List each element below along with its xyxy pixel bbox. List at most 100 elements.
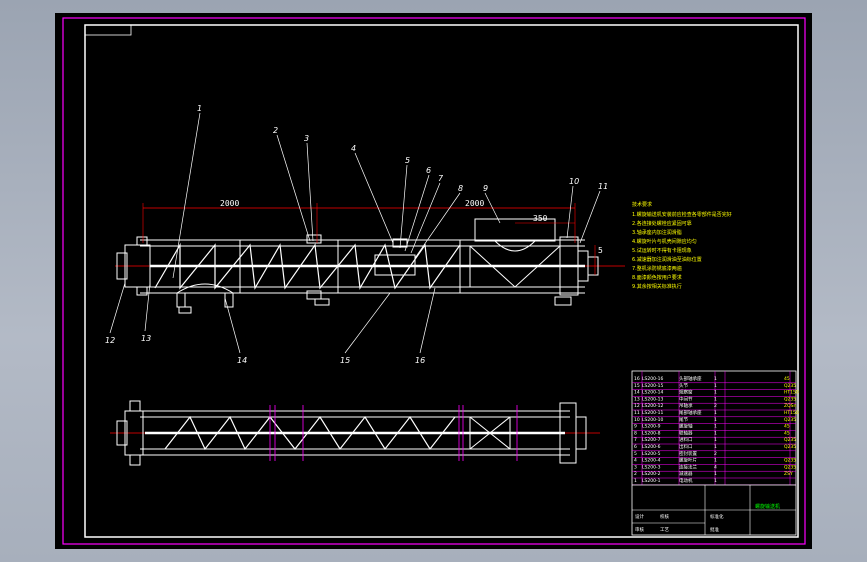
table-cell: 1: [714, 396, 717, 402]
table-cell: 螺旋叶片: [679, 457, 697, 464]
table-cell: LS200-6: [642, 444, 661, 450]
table-cell: LS200-9: [642, 424, 661, 430]
table-cell: 7: [634, 437, 637, 443]
callout-11: 11: [598, 182, 608, 191]
note-2: 2.各连接处螺栓应紧固可靠: [632, 220, 692, 227]
table-cell: HT150: [784, 390, 799, 396]
footer-design: 设计: [635, 513, 644, 520]
footer-review: 审核: [635, 526, 644, 533]
table-cell: LS200-4: [642, 458, 661, 464]
table-cell: 中间节: [679, 395, 693, 402]
table-cell: 密封装置: [679, 450, 697, 457]
table-cell: ZQSn: [784, 403, 796, 409]
table-cell: LS200-10: [642, 417, 663, 423]
table-cell: 尾部轴承座: [679, 409, 702, 416]
callout-4: 4: [351, 144, 356, 153]
callout-labels: 1 2 3 4 5 6 7 8 9 10 11 12 13 14 15 16: [105, 104, 608, 365]
dim-seg2: 2000: [465, 199, 484, 208]
callout-3: 3: [304, 134, 309, 143]
table-cell: 1: [714, 410, 717, 416]
dim-side: 5: [598, 246, 603, 255]
table-cell: 6: [634, 444, 637, 450]
technical-notes: 技术要求 1.螺旋输送机安装前应检查各零部件是否完好 2.各连接处螺栓应紧固可靠…: [632, 201, 732, 290]
front-view: [115, 218, 625, 314]
table-cell: 4: [714, 464, 717, 470]
callout-2: 2: [273, 126, 278, 135]
callout-10: 10: [569, 177, 579, 186]
table-cell: 45: [784, 424, 790, 430]
corner-tag: [84, 24, 132, 36]
table-cell: LS200-5: [642, 451, 661, 457]
table-cell: 1: [634, 478, 637, 484]
table-cell: LS200-15: [642, 383, 663, 389]
callout-leaders: [109, 112, 601, 354]
callout-5: 5: [405, 156, 410, 165]
table-cell: 10: [634, 417, 640, 423]
footer-standard: 标准化: [710, 513, 724, 520]
table-cell: 5: [634, 451, 637, 457]
note-8: 8.面漆颜色按用户要求: [632, 274, 682, 281]
table-cell: 连接法兰: [679, 463, 697, 470]
note-9: 9.其余按相关标准执行: [632, 283, 682, 290]
table-cell: 观察窗: [679, 389, 693, 396]
table-cell: LS200-8: [642, 430, 661, 436]
table-cell: 1: [714, 478, 717, 484]
title-block-title: 螺旋输送机: [755, 503, 780, 510]
table-cell: Q235: [784, 437, 796, 443]
table-cell: 9: [634, 424, 637, 430]
table-cell: 3: [634, 464, 637, 470]
table-cell: 头部轴承座: [679, 375, 702, 382]
table-cell: LS200-1: [642, 478, 661, 484]
table-cell: 尾节: [679, 417, 688, 423]
table-cell: 14: [634, 390, 640, 396]
drawing-border-outer: [62, 17, 806, 545]
table-cell: 联轴器: [679, 429, 693, 436]
table-cell: 12: [634, 403, 640, 409]
plan-view: [110, 400, 600, 466]
table-cell: 45: [784, 430, 790, 436]
callout-1: 1: [197, 104, 202, 113]
table-cell: 出料口: [679, 443, 693, 450]
table-cell: LS200-7: [642, 437, 661, 443]
table-cell: 1: [714, 424, 717, 430]
note-3: 3.轴承座内加注润滑脂: [632, 229, 682, 236]
footer-process: 工艺: [660, 527, 669, 533]
table-cell: 1: [714, 390, 717, 396]
table-cell: Q235: [784, 458, 796, 464]
callout-15: 15: [340, 356, 350, 365]
table-cell: 45: [784, 376, 790, 382]
footer-check: 校核: [660, 513, 669, 520]
table-cell: 减速器: [679, 470, 693, 477]
table-cell: 1: [714, 437, 717, 443]
callout-9: 9: [483, 184, 488, 193]
note-6: 6.减速器加注润滑油至油标位置: [632, 256, 702, 263]
table-cell: 头节: [679, 382, 688, 389]
table-cell: 11: [634, 410, 640, 416]
table-cell: 1: [714, 444, 717, 450]
table-cell: 螺旋轴: [679, 423, 693, 430]
table-cell: 8: [634, 430, 637, 436]
note-7: 7.整机涂防锈底漆两遍: [632, 265, 682, 272]
table-cell: 15: [634, 383, 640, 389]
callout-16: 16: [415, 356, 425, 365]
callout-14: 14: [237, 356, 247, 365]
plan-flanges: [269, 405, 518, 461]
table-cell: 16: [634, 376, 640, 382]
dim-end: 350: [533, 214, 548, 223]
cad-drawing: 2000 2000 350 5 1 2 3 4 5 6 7 8 9 10 11 …: [62, 17, 806, 545]
table-cell: 1: [714, 417, 717, 423]
table-cell: 2: [634, 471, 637, 477]
table-cell: 2: [714, 403, 717, 409]
cad-viewport[interactable]: 2000 2000 350 5 1 2 3 4 5 6 7 8 9 10 11 …: [55, 13, 812, 549]
table-cell: HT150: [784, 410, 799, 416]
table-cell: 4: [634, 458, 637, 464]
table-cell: ZSY: [784, 471, 793, 477]
table-cell: 13: [634, 396, 640, 402]
callout-13: 13: [141, 334, 151, 343]
table-cell: 1: [714, 430, 717, 436]
table-cell: 1: [714, 458, 717, 464]
callout-7: 7: [438, 174, 444, 183]
note-5: 5.试运转时不得有卡阻现象: [632, 247, 692, 254]
table-cell: LS200-14: [642, 390, 663, 396]
